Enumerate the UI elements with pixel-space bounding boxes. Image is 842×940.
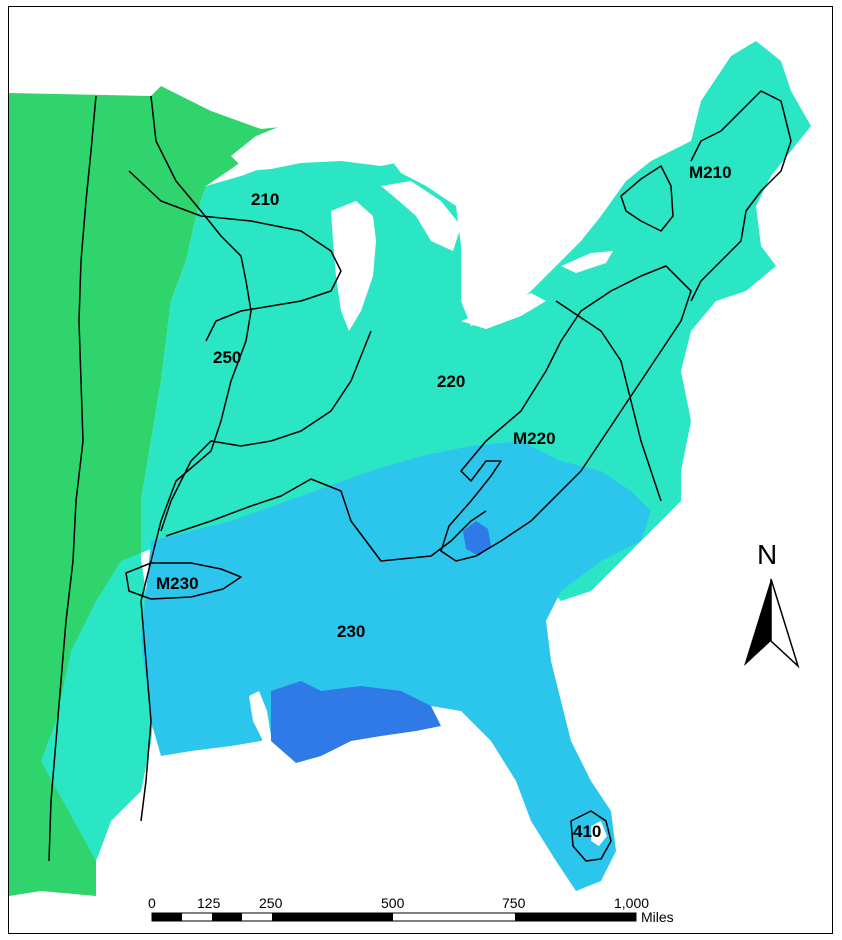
boundary-coastal-plain bbox=[555, 300, 662, 502]
scale-tick-0: 0 bbox=[148, 895, 156, 911]
lake-huron bbox=[381, 181, 461, 251]
label-220: 220 bbox=[437, 372, 465, 391]
label-250: 250 bbox=[213, 348, 241, 367]
boundary-west-1 bbox=[48, 95, 97, 862]
zone-blue-appalachian bbox=[463, 521, 491, 556]
scale-tick-250: 250 bbox=[259, 895, 283, 911]
boundary-northeast bbox=[690, 90, 792, 302]
scale-seg-1 bbox=[152, 913, 182, 921]
scale-seg-4 bbox=[515, 913, 636, 921]
label-210: 210 bbox=[251, 190, 279, 209]
lake-superior bbox=[231, 126, 406, 171]
label-m210: M210 bbox=[689, 163, 732, 182]
zone-sky-south bbox=[141, 441, 651, 891]
scale-seg-3 bbox=[272, 913, 393, 921]
boundary-210-250 bbox=[128, 170, 342, 342]
boundary-410 bbox=[570, 810, 612, 862]
scale-tick-1000: 1,000 bbox=[614, 895, 649, 911]
scale-unit: Miles bbox=[641, 909, 674, 925]
north-arrow: N bbox=[744, 539, 800, 669]
zone-blue-gulf bbox=[271, 681, 441, 763]
label-410: 410 bbox=[573, 822, 601, 841]
north-arrow-left-half bbox=[744, 579, 771, 666]
lake-pontchartrain bbox=[249, 691, 271, 741]
zone-teal-main bbox=[41, 41, 811, 861]
north-arrow-right-half bbox=[770, 578, 800, 669]
boundary-west-2 bbox=[140, 95, 252, 822]
scale-bar: 0 125 250 500 750 1,000 Miles bbox=[148, 895, 674, 925]
label-m230: M230 bbox=[156, 574, 199, 593]
lake-okeechobee bbox=[591, 821, 607, 846]
ecoregion-map: 210 250 220 M220 M230 230 M210 410 N 0 1… bbox=[9, 41, 811, 925]
boundary-m210 bbox=[620, 165, 674, 232]
scale-seg-2 bbox=[212, 913, 242, 921]
map-frame: 210 250 220 M220 M230 230 M210 410 N 0 1… bbox=[8, 6, 833, 934]
scale-tick-125: 125 bbox=[197, 895, 221, 911]
boundary-220-230 bbox=[165, 478, 487, 562]
boundary-m220 bbox=[440, 265, 692, 562]
lake-ontario bbox=[561, 251, 613, 273]
boundary-m230 bbox=[125, 562, 242, 600]
north-arrow-label: N bbox=[757, 539, 777, 570]
province-boundaries bbox=[48, 90, 792, 862]
scale-tick-500: 500 bbox=[381, 895, 405, 911]
label-m220: M220 bbox=[513, 429, 556, 448]
boundary-250-220 bbox=[160, 330, 372, 532]
scale-tick-750: 750 bbox=[502, 895, 526, 911]
lake-michigan bbox=[331, 201, 376, 331]
label-230: 230 bbox=[337, 622, 365, 641]
lake-erie bbox=[461, 293, 546, 329]
